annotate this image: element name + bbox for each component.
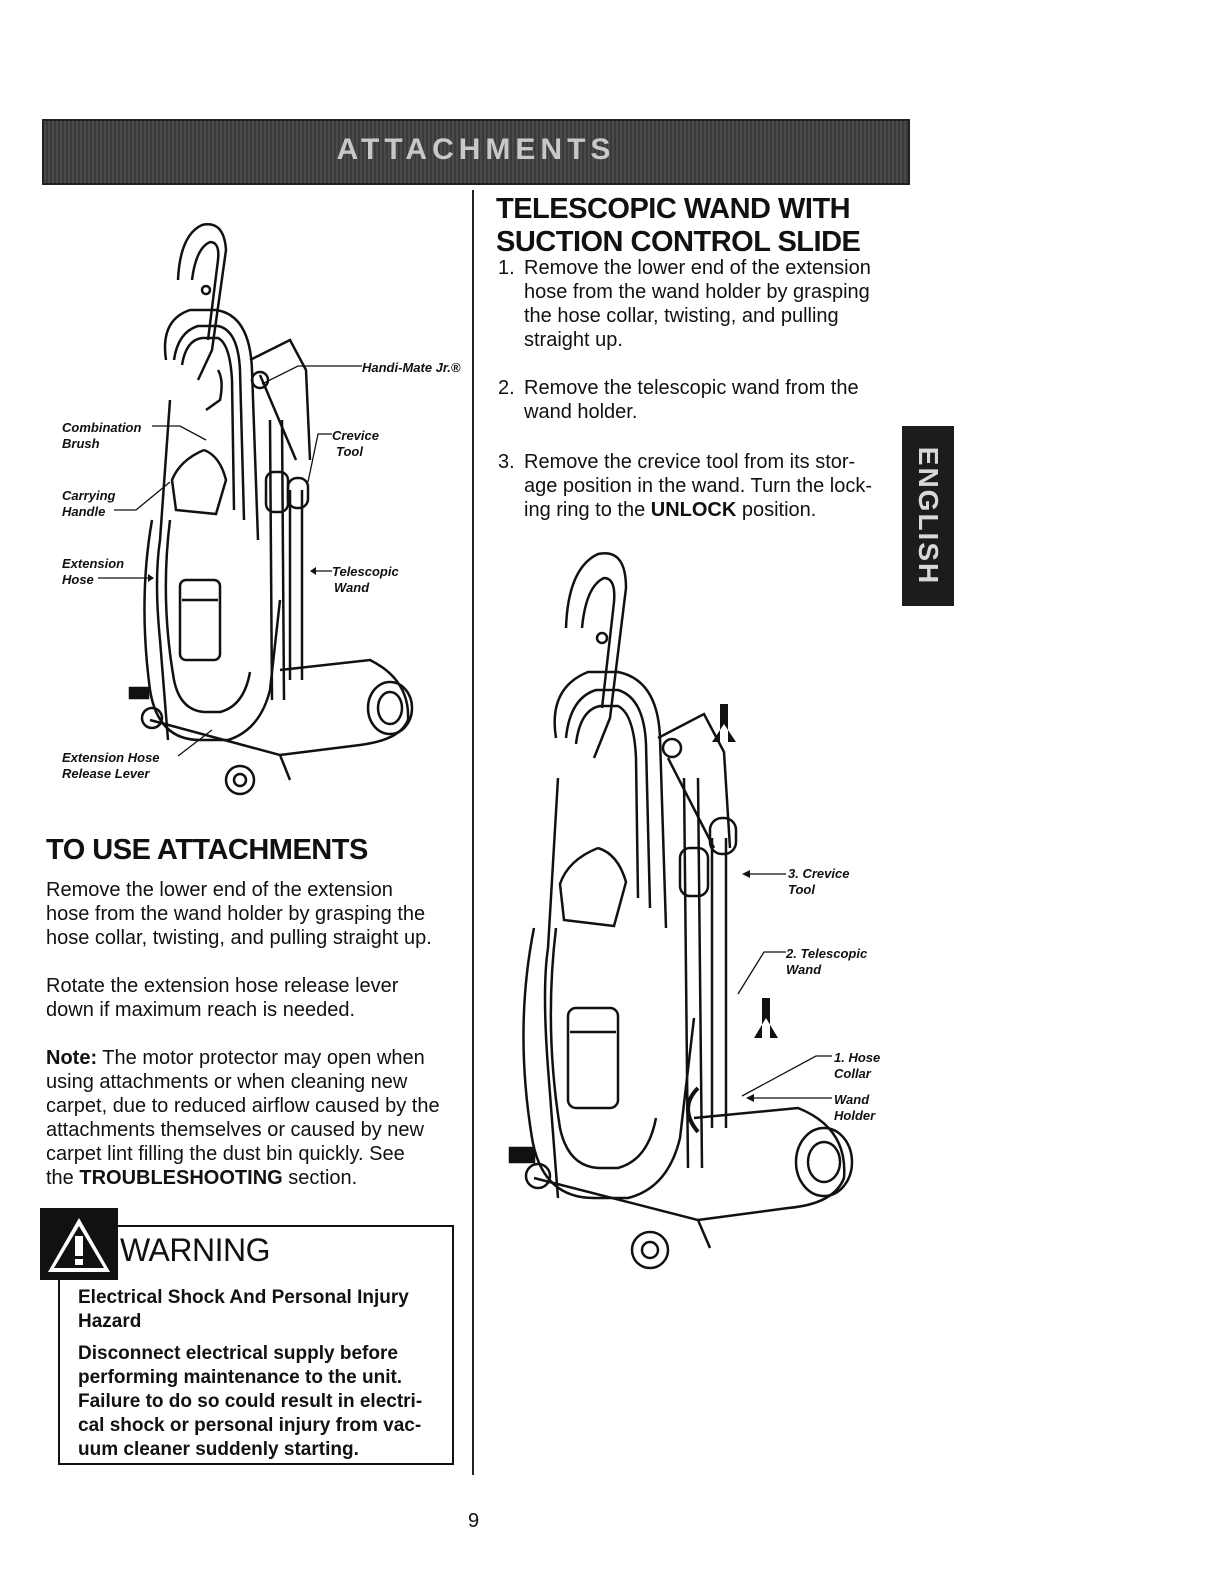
callout-carrying-handle-l1: Carrying	[62, 488, 116, 503]
warning-l3: Disconnect electrical supply before	[78, 1343, 398, 1364]
leader-crevice-tool	[307, 433, 332, 483]
step-2: 2. Remove the telescopic wand from the w…	[498, 376, 883, 426]
note-l3: carpet, due to reduced airflow caused by…	[46, 1095, 440, 1117]
callout-extension-hose-l2: Hose	[62, 572, 94, 587]
language-tab: ENGLISH	[902, 426, 954, 606]
note-l5: carpet lint filling the dust bin quickly…	[46, 1143, 405, 1165]
note-l1: Note: The motor protector may open when	[46, 1046, 425, 1070]
note-l4: attachments themselves or caused by new	[46, 1119, 424, 1141]
callout-carrying-handle-l2: Handle	[62, 504, 106, 519]
leader-release-lever	[177, 729, 213, 757]
to-use-p2-l1: Rotate the extension hose release lever	[46, 975, 399, 997]
vacuum-illustration-right	[508, 551, 854, 1270]
language-tab-label: ENGLISH	[913, 446, 944, 586]
vacuum-illustration-left	[128, 223, 414, 796]
step-3: 3. Remove the crevice tool from its stor…	[498, 450, 883, 525]
callout-release-lever-l1: Extension Hose	[62, 750, 160, 765]
step-2-num: 2.	[498, 377, 515, 399]
warning-l4: performing maintenance to the unit.	[78, 1367, 403, 1388]
leader-wand-r	[737, 951, 786, 995]
troubleshooting-ref: TROUBLESHOOTING	[79, 1167, 283, 1189]
step-3-l3: ing ring to the UNLOCK position.	[524, 498, 884, 522]
callout-telescopic-wand-l1: Telescopic	[332, 564, 399, 579]
callout-collar-r-l1: 1. Hose	[834, 1050, 881, 1065]
column-divider	[472, 190, 474, 1475]
leader-extension-hose	[98, 574, 154, 582]
step-3-l1: Remove the crevice tool from its stor-	[524, 451, 856, 473]
note-l2: using attachments or when cleaning new	[46, 1071, 408, 1093]
banner-title: ATTACHMENTS	[336, 133, 616, 166]
unlock-term: UNLOCK	[650, 499, 737, 521]
to-use-p1-l2: hose from the wand holder by grasping th…	[46, 903, 426, 925]
step-3-l2: age position in the wand. Turn the lock-	[524, 475, 872, 497]
warning-triangle-icon	[40, 1208, 118, 1280]
step-1-l4: straight up.	[524, 329, 623, 351]
callout-extension-hose-l1: Extension	[62, 556, 125, 571]
callout-combination-brush-l2: Brush	[62, 436, 100, 451]
warning-l5: Failure to do so could result in electri…	[78, 1391, 423, 1412]
leader-holder-r	[746, 1094, 832, 1102]
step-3-num: 3.	[498, 451, 515, 473]
leader-carrying-handle	[114, 481, 171, 511]
step-1-l2: hose from the wand holder by grasping	[524, 281, 870, 303]
callout-collar-r-l2: Collar	[834, 1066, 871, 1081]
callout-holder-r-l2: Holder	[834, 1108, 876, 1123]
callout-wand-r-l2: Wand	[786, 962, 822, 977]
note-label: Note:	[46, 1047, 98, 1069]
step-1-l1: Remove the lower end of the extension	[524, 257, 871, 279]
leader-handi-mate	[261, 365, 362, 385]
warning-l1: Electrical Shock And Personal Injury	[78, 1287, 409, 1308]
note-l1-text: The motor protector may open when	[97, 1047, 425, 1069]
to-use-p1-l3: hose collar, twisting, and pulling strai…	[46, 927, 432, 949]
callout-crevice-tool-l1: Crevice	[332, 428, 379, 443]
warning-l7: uum cleaner suddenly starting.	[78, 1439, 359, 1460]
callout-handi-mate: Handi-Mate Jr.®	[362, 360, 461, 375]
to-use-heading: TO USE ATTACHMENTS	[46, 834, 368, 866]
leader-telescopic-wand	[310, 567, 332, 575]
callout-crevice-r-l2: Tool	[788, 882, 815, 897]
callout-crevice-tool-l2: Tool	[336, 444, 363, 459]
callout-combination-brush-l1: Combination	[62, 420, 142, 435]
leader-combination-brush	[152, 425, 207, 441]
section-banner: ATTACHMENTS	[42, 119, 910, 185]
note-l6-pre: the	[46, 1167, 80, 1189]
page-number: 9	[468, 1510, 480, 1532]
callout-telescopic-wand-l2: Wand	[334, 580, 370, 595]
step-2-l1: Remove the telescopic wand from the	[524, 377, 859, 399]
leader-collar-r	[741, 1055, 832, 1097]
callout-wand-r-l1: 2. Telescopic	[786, 946, 868, 961]
callout-holder-r-l1: Wand	[834, 1092, 870, 1107]
to-use-p2-l2: down if maximum reach is needed.	[46, 999, 356, 1021]
warning-box	[58, 1225, 454, 1465]
step-1-l3: the hose collar, twisting, and pulling	[524, 305, 839, 327]
step-1-num: 1.	[498, 257, 515, 279]
step-1: 1. Remove the lower end of the extension…	[498, 256, 883, 356]
step-3-l3-post: position.	[736, 499, 817, 521]
warning-l2: Hazard	[78, 1311, 142, 1332]
warning-title: WARNING	[120, 1232, 270, 1268]
step-2-l2: wand holder.	[524, 401, 638, 423]
step-3-l3-pre: ing ring to the	[524, 499, 651, 521]
to-use-p1-l1: Remove the lower end of the extension	[46, 879, 393, 901]
telescopic-heading-l2: SUCTION CONTROL SLIDE	[496, 226, 861, 258]
leader-crevice-r	[742, 870, 786, 878]
note-l6-post: section.	[282, 1167, 358, 1189]
telescopic-heading-l1: TELESCOPIC WAND WITH	[496, 193, 851, 225]
warning-l6: cal shock or personal injury from vac-	[78, 1415, 422, 1436]
callout-crevice-r-l1: 3. Crevice	[788, 866, 850, 881]
callout-release-lever-l2: Release Lever	[62, 766, 150, 781]
note-l6: the TROUBLESHOOTING section.	[46, 1166, 357, 1190]
